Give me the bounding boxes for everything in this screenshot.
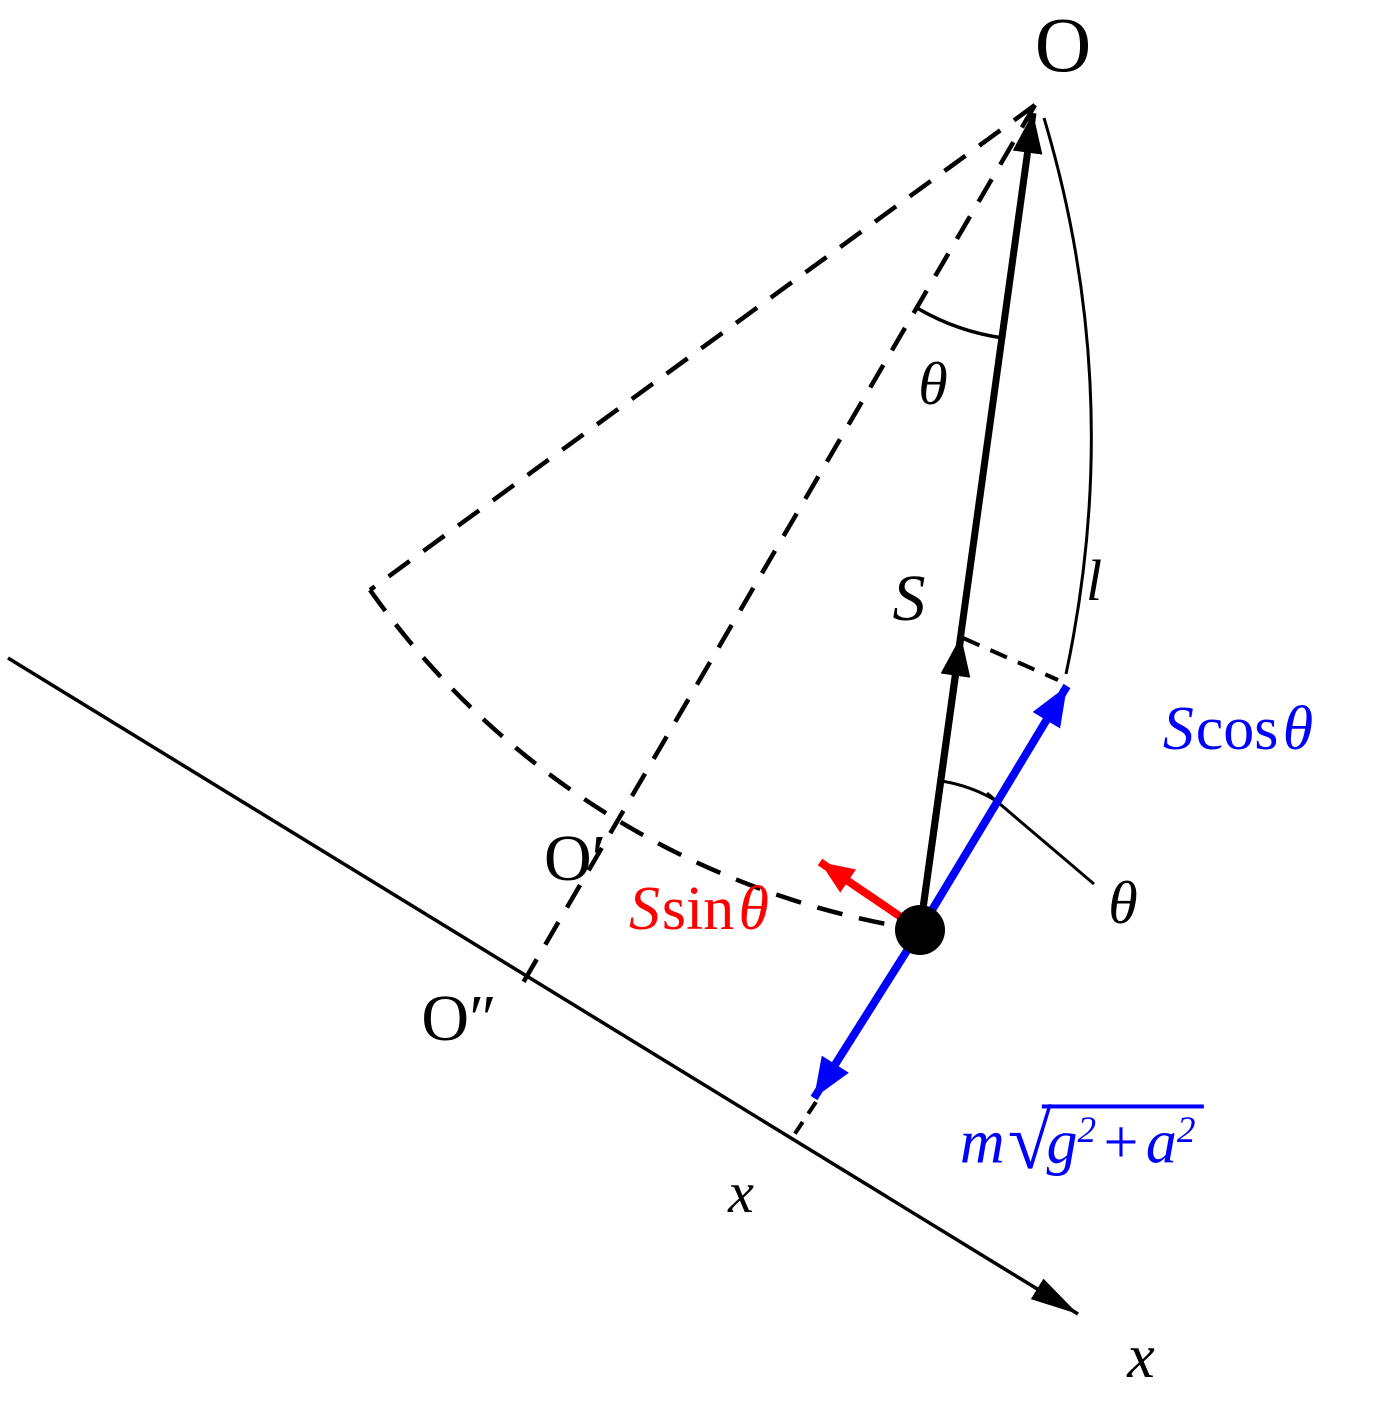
s-cos-coef: S [1162, 695, 1194, 763]
radicand: g2+a2 [1041, 1104, 1205, 1174]
s-sin-angle: θ [738, 875, 770, 943]
s-sin-theta-label: Ssinθ [629, 878, 769, 940]
swing-arc-dashed [368, 588, 921, 933]
x-axis-mid-label: x [728, 1160, 754, 1225]
effective-weight-arrow [810, 927, 924, 1101]
tension-label: S [892, 562, 926, 635]
theta-angle-arc-top [916, 306, 1004, 340]
tension-vector-arrow [916, 635, 971, 931]
eff-weight-a-exp: 2 [1176, 1110, 1196, 1152]
s-cos-theta-label: Scosθ [1163, 698, 1313, 760]
theta-angle-arc-bob [940, 779, 999, 804]
theta-bob-label: θ [1108, 870, 1138, 936]
s-cos-angle: θ [1282, 695, 1314, 763]
radical-sign: √ [1007, 1097, 1052, 1187]
theta-top-label: θ [918, 351, 948, 417]
component-construction-dashed-line [962, 636, 1059, 682]
s-sin-fn: sin [661, 875, 735, 943]
eff-weight-a: a [1145, 1108, 1177, 1177]
x-axis-line [7, 656, 1079, 1316]
length-brace-curve [1042, 117, 1093, 675]
effective-weight-label: m√g2+a2 [960, 1097, 1205, 1187]
equilibrium-point-label: O′ [543, 822, 607, 895]
eff-weight-g-exp: 2 [1077, 1110, 1097, 1152]
pivot-label: O [1034, 1, 1092, 88]
axis-foot-label: O″ [421, 982, 497, 1055]
theta-pointer-line [986, 791, 1095, 886]
s-sin-coef: S [628, 875, 660, 943]
plus-sign: + [1103, 1108, 1139, 1177]
pendulum-bob [895, 905, 945, 955]
length-label: l [1085, 548, 1103, 613]
eff-weight-mass: m [959, 1108, 1005, 1177]
eff-weight-g: g [1046, 1108, 1078, 1177]
s-cos-fn: cos [1195, 695, 1279, 763]
swing-extreme-dashed-line [368, 103, 1037, 592]
tension-cos-component-arrow [916, 683, 1071, 933]
weight-extension-dashed-line [790, 1100, 818, 1140]
x-axis-end-label: x [1127, 1323, 1155, 1391]
